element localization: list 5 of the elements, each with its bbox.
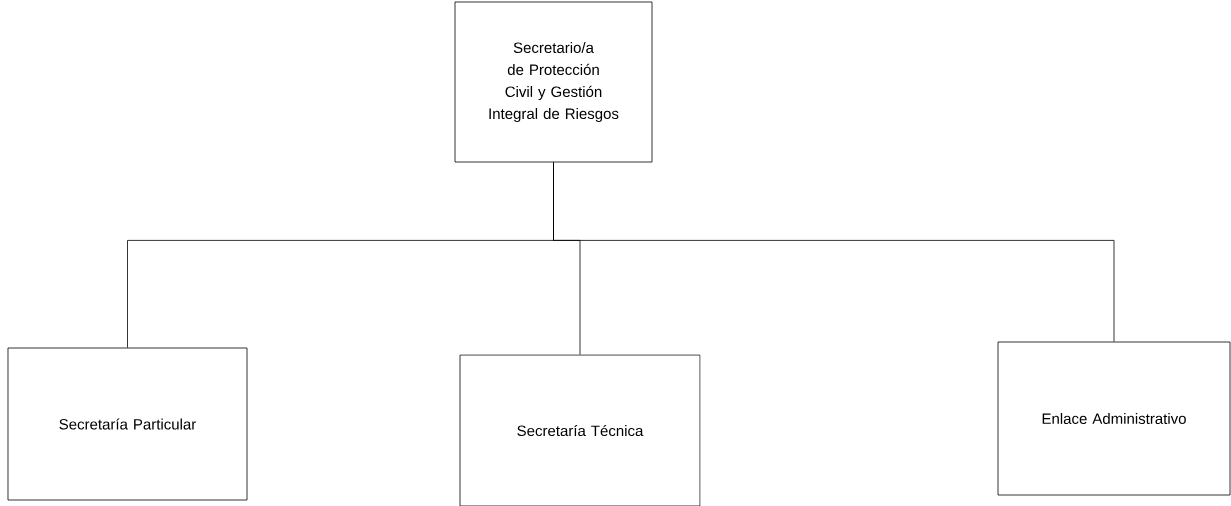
org-box: Secretaría Técnica [459, 354, 701, 506]
connector-line [553, 162, 1115, 342]
org-box: Secretaría Particular [7, 347, 248, 501]
org-box: Enlace Administrativo [997, 341, 1231, 496]
org-box: Secretario/a de Protección Civil y Gestión Integral de Riesgos [454, 1, 653, 163]
